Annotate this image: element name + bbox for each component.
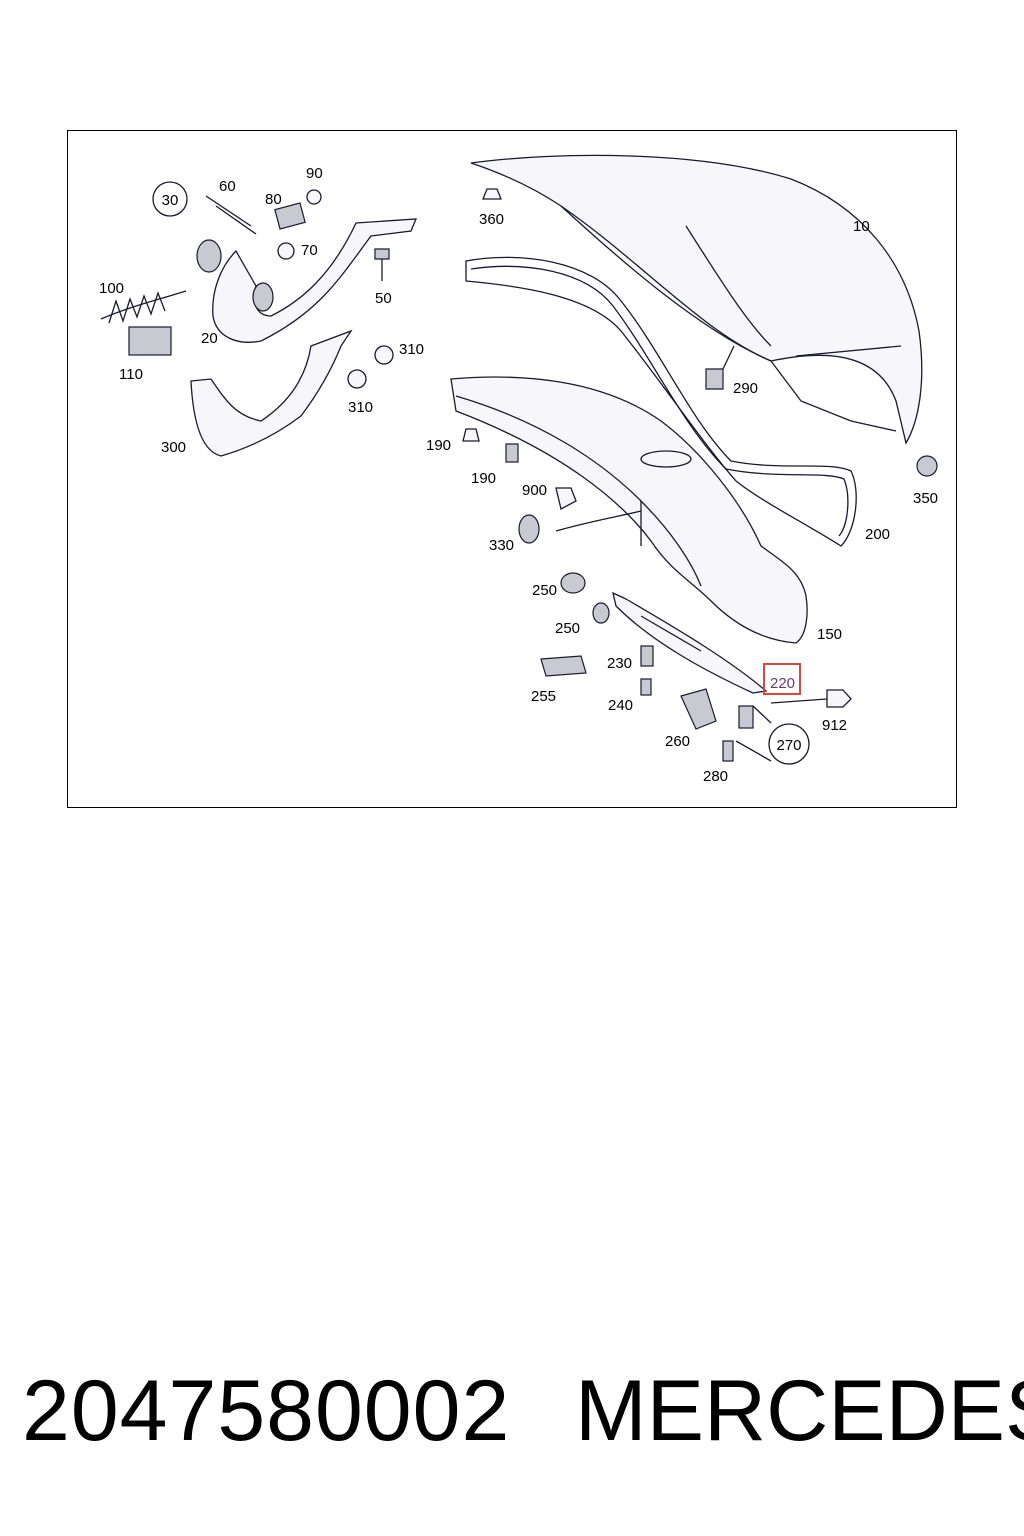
label-100: 100 xyxy=(99,280,124,297)
label-20: 20 xyxy=(201,330,218,347)
label-270: 270 xyxy=(776,737,801,754)
hinge-cover xyxy=(190,329,353,457)
label-220: 220 xyxy=(770,675,795,692)
label-260: 260 xyxy=(665,733,690,750)
nut-230 xyxy=(640,645,654,667)
switch-260 xyxy=(680,688,717,730)
label-190b: 190 xyxy=(471,470,496,487)
label-250a: 250 xyxy=(532,582,557,599)
catch-290 xyxy=(705,368,724,390)
label-80: 80 xyxy=(265,191,282,208)
label-60: 60 xyxy=(219,178,236,195)
callout-circle-30 xyxy=(152,181,188,217)
arrow-290 xyxy=(722,345,735,370)
buffer-350 xyxy=(916,455,938,477)
label-70: 70 xyxy=(301,242,318,259)
inner-lining-panel xyxy=(450,376,808,644)
label-150: 150 xyxy=(817,626,842,643)
label-330: 330 xyxy=(489,537,514,554)
spring xyxy=(100,290,187,324)
grip-strip xyxy=(612,591,768,694)
leader-270b xyxy=(735,740,772,762)
label-250b: 250 xyxy=(555,620,580,637)
label-350: 350 xyxy=(913,490,938,507)
arrow-330 xyxy=(555,510,642,532)
clip-190b xyxy=(505,443,519,463)
label-190a: 190 xyxy=(426,437,451,454)
cap-900 xyxy=(555,487,577,510)
leader-270a xyxy=(752,705,772,724)
label-240: 240 xyxy=(608,697,633,714)
screw-240 xyxy=(640,678,652,696)
grommet-330 xyxy=(518,514,540,544)
clip-310a xyxy=(374,345,394,365)
label-255: 255 xyxy=(531,688,556,705)
parts-diagram-frame: 10 20 30 50 60 70 80 90 100 110 150 190 … xyxy=(67,130,957,808)
clip-310b xyxy=(347,369,367,389)
stop-block xyxy=(128,326,172,356)
highlight-box-220 xyxy=(763,663,801,695)
leader-912 xyxy=(770,698,828,704)
label-110: 110 xyxy=(119,366,143,383)
lamp-255 xyxy=(540,655,587,677)
label-90: 90 xyxy=(306,165,323,182)
label-280: 280 xyxy=(703,768,728,785)
part-number: 2047580002 xyxy=(22,1363,511,1459)
label-900: 900 xyxy=(522,482,547,499)
label-360: 360 xyxy=(479,211,504,228)
parts-diagram: 10 20 30 50 60 70 80 90 100 110 150 190 … xyxy=(99,154,938,785)
label-10: 10 xyxy=(853,218,870,235)
label-200: 200 xyxy=(865,526,890,543)
label-310a: 310 xyxy=(399,341,424,358)
hinge-arm xyxy=(196,189,418,343)
label-30: 30 xyxy=(162,192,179,209)
label-310b: 310 xyxy=(348,399,373,416)
label-230: 230 xyxy=(607,655,632,672)
connector-912 xyxy=(826,689,852,708)
trunk-lid xyxy=(470,154,923,445)
callout-circle-270 xyxy=(768,723,810,765)
label-912: 912 xyxy=(822,717,847,734)
clip-250a xyxy=(560,572,586,594)
sensor-270 xyxy=(738,705,754,729)
bulb-280 xyxy=(722,740,734,762)
label-290: 290 xyxy=(733,380,758,397)
clip-190a xyxy=(462,428,480,442)
label-300: 300 xyxy=(161,439,186,456)
trunk-seal xyxy=(465,256,857,547)
label-50: 50 xyxy=(375,290,392,307)
clip-250b xyxy=(592,602,610,624)
buffer-360 xyxy=(482,188,502,200)
brand-name: MERCEDES xyxy=(575,1363,1024,1459)
